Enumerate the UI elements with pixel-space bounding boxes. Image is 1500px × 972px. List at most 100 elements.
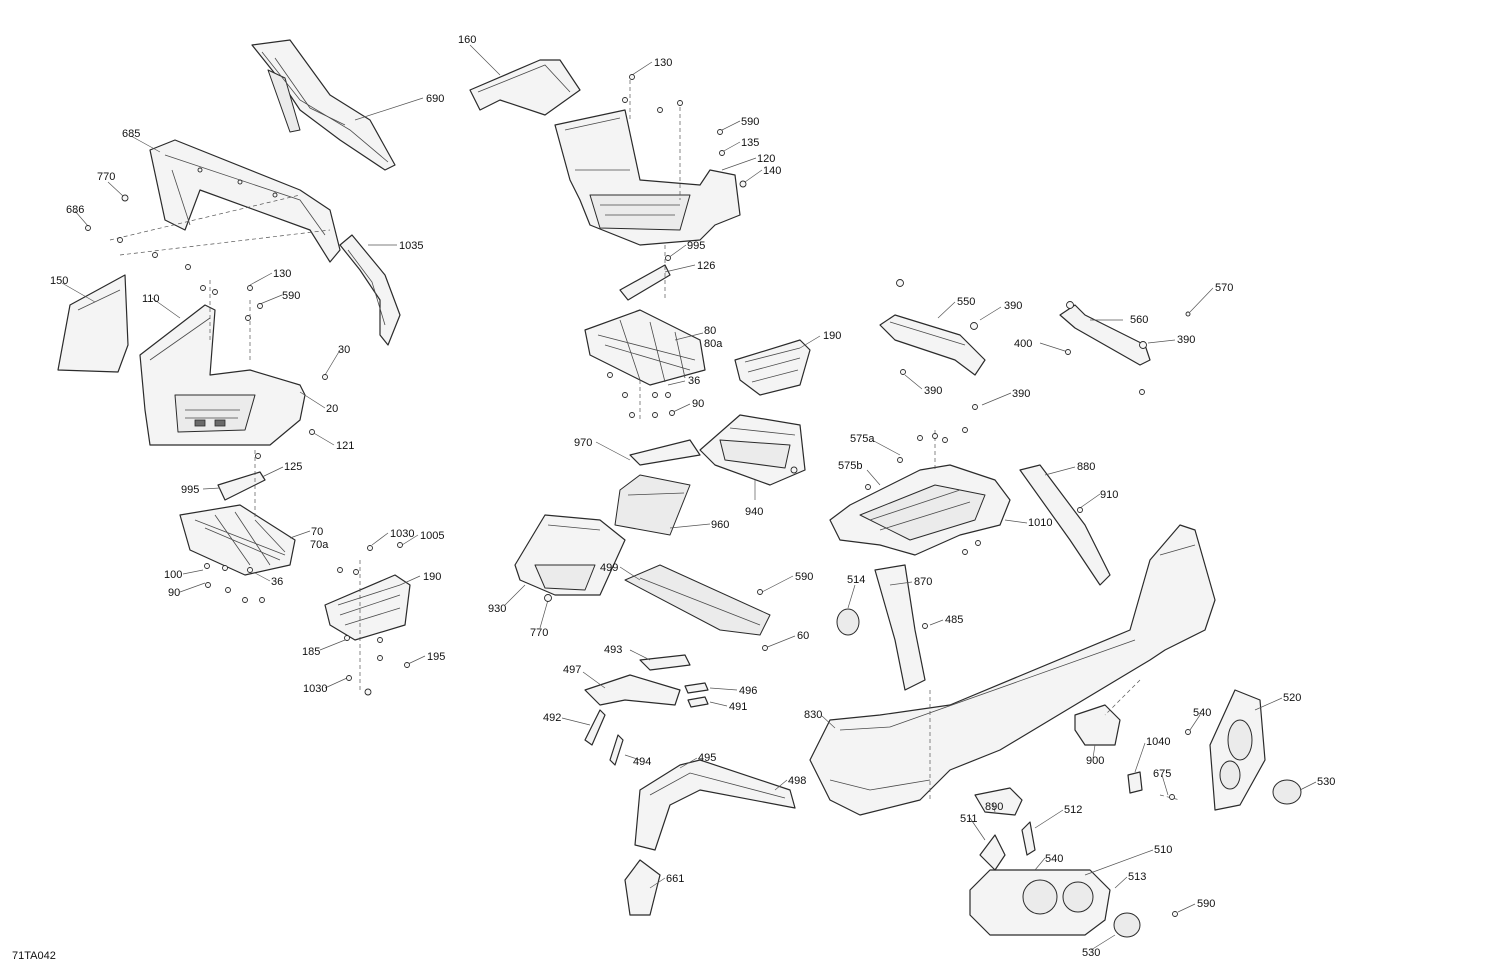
part-1040-clip [1127,771,1143,794]
callout-label: 120 [757,153,775,165]
callout-label: 130 [654,57,672,69]
part-110-left-body [139,304,306,446]
callout-label: 130 [273,268,291,280]
callout-label: 140 [763,165,781,177]
part-125-bracket [217,471,266,501]
callout-label: 390 [924,385,942,397]
callout-label: 80 [704,325,716,337]
callout-label: 590 [1197,898,1215,910]
callout-label: 530 [1082,947,1100,959]
callout-label: 195 [427,651,445,663]
part-530-lens-lower [1113,912,1141,938]
part-940-bin [699,414,806,486]
callout-label: 160 [458,34,476,46]
part-seat-body [554,109,741,246]
callout-label: 121 [336,440,354,452]
callout-label: 190 [823,330,841,342]
callout-label: 530 [1317,776,1335,788]
part-495-front-fender [634,759,796,851]
callout-label: 770 [97,171,115,183]
part-900-light-housing [1074,704,1121,746]
callout-label: 100 [164,569,182,581]
callout-label: 495 [698,752,716,764]
callout-label: 661 [666,873,684,885]
callout-labels: 160 130 690 590 135 120 140 685 770 686 … [50,34,1335,959]
assembly-lines [109,80,1181,801]
diagram-reference-code: 71TA042 [12,950,56,962]
callout-label: 60 [797,630,809,642]
callout-label: 675 [1153,768,1171,780]
callout-label: 1035 [399,240,423,252]
callout-label: 491 [729,701,747,713]
callout-label: 190 [423,571,441,583]
callout-label: 890 [985,801,1003,813]
part-970-panel [629,439,701,466]
callout-label: 910 [1100,489,1118,501]
part-492-bracket [584,709,606,746]
part-493-shield [639,654,691,671]
callout-label: 513 [1128,871,1146,883]
callout-label: 830 [804,709,822,721]
callout-label: 590 [795,571,813,583]
callout-label: 560 [1130,314,1148,326]
part-491-clip [687,696,709,708]
part-960-plate [614,474,691,536]
part-530-lens-right [1272,779,1302,805]
part-150-side-cover [57,274,129,373]
callout-label: 512 [1064,804,1082,816]
callout-label: 690 [426,93,444,105]
callout-label: 1030 [390,528,414,540]
callout-label: 390 [1004,300,1022,312]
callout-label: 540 [1193,707,1211,719]
part-494-bracket [609,734,624,766]
callout-label: 575b [838,460,862,472]
fasteners [85,74,1191,917]
callout-label: 135 [741,137,759,149]
part-190-left-footpeg [324,574,411,641]
callout-label: 970 [574,437,592,449]
callout-label: 185 [302,646,320,658]
callout-label: 570 [1215,282,1233,294]
callout-label: 880 [1077,461,1095,473]
part-870-brace [874,564,926,691]
part-1010-rack [829,464,1011,556]
callout-label: 400 [1014,338,1032,350]
callout-label: 540 [1045,853,1063,865]
part-514-disc [836,608,860,636]
part-70-footrest [179,504,296,576]
part-880-brace [1019,464,1111,586]
callout-label: 900 [1086,755,1104,767]
callout-label: 960 [711,519,729,531]
leader-lines [61,44,1317,951]
callout-label: 686 [66,204,84,216]
callout-label: 995 [687,240,705,252]
part-160-cover [469,59,581,116]
callout-label: 492 [543,712,561,724]
callout-label: 80a [704,338,723,350]
part-550-crossbar [879,314,986,376]
callout-label: 70a [310,539,329,551]
part-496-clip [684,682,709,694]
part-190-right-footpeg [734,339,811,396]
callout-label: 1040 [1146,736,1170,748]
callout-label: 485 [945,614,963,626]
part-80-footrest [584,309,706,386]
part-930-front-bin [514,514,626,596]
callout-label: 36 [688,375,700,387]
callout-label: 590 [282,290,300,302]
callout-label: 110 [142,293,160,305]
part-661-bracket [624,859,661,916]
callout-label: 930 [488,603,506,615]
part-499-skid-plate [624,564,771,636]
part-690-side-panel [251,39,396,171]
callout-label: 550 [957,296,975,308]
part-510-headlamp [969,869,1111,936]
callout-label: 520 [1283,692,1301,704]
callout-label: 498 [788,775,806,787]
callout-label: 940 [745,506,763,518]
part-830-bumper [809,524,1216,816]
callout-label: 497 [563,664,581,676]
callout-label: 510 [1154,844,1172,856]
part-497-shield [584,674,681,706]
